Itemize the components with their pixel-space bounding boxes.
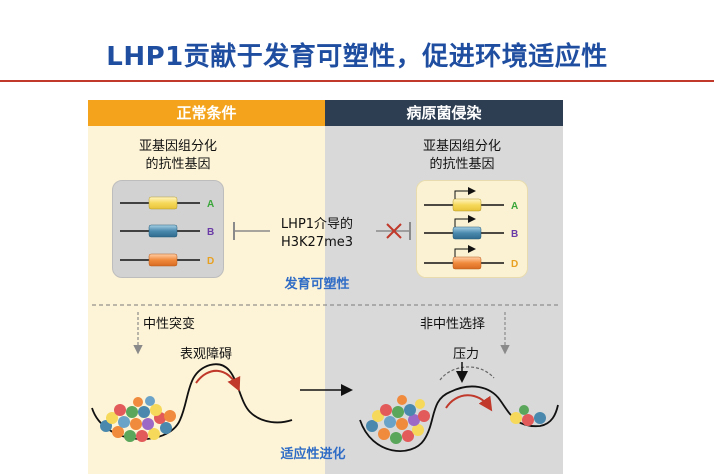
left-gene-label-d: D [207, 256, 214, 267]
repression-inhibit-icon [233, 222, 270, 240]
right-gene-b [424, 215, 504, 240]
phenotypic-barrier-label: 表观障碍 [180, 347, 233, 362]
left-gene-a [120, 196, 200, 210]
left-gene-label-b: B [207, 227, 214, 238]
left-gene-label-a: A [207, 199, 214, 210]
non-neutral-selection-label: 非中性选择 [420, 317, 486, 332]
left-subgenome-label-line1: 亚基因组分化 [138, 139, 217, 154]
adaptive-evolution-label: 适应性进化 [280, 447, 346, 462]
lhp1-label: LHP1介导的 H3K27me3 [262, 216, 372, 252]
pathogen-infection-header: 病原菌侵染 [325, 100, 563, 126]
right-subgenome-label: 亚基因组分化 的抗性基因 [402, 138, 522, 174]
left-subgenome-label-line2: 的抗性基因 [145, 157, 211, 172]
normal-condition-header: 正常条件 [88, 100, 325, 126]
right-subgenome-label-line1: 亚基因组分化 [422, 139, 501, 154]
left-gene-d [120, 253, 200, 267]
right-subgenome-label-line2: 的抗性基因 [429, 157, 495, 172]
right-fitness-landscape [359, 362, 559, 453]
lhp1-label-line1: LHP1介导的 [280, 217, 354, 232]
left-population-balls [100, 396, 176, 442]
developmental-plasticity-label: 发育可塑性 [284, 277, 350, 292]
left-gene-b [120, 224, 200, 238]
lhp1-label-line2: H3K27me3 [280, 235, 354, 250]
right-gene-label-a: A [511, 201, 518, 212]
right-gene-d [424, 245, 504, 270]
left-subgenome-label: 亚基因组分化 的抗性基因 [118, 138, 238, 174]
title-divider [0, 80, 714, 82]
right-population-balls [366, 395, 546, 444]
page-title: LHP1贡献于发育可塑性，促进环境适应性 [106, 42, 608, 72]
pressure-label: 压力 [453, 347, 480, 362]
neutral-mutation-label: 中性突变 [143, 317, 196, 332]
right-gene-label-b: B [511, 229, 518, 240]
right-gene-label-d: D [511, 259, 518, 270]
right-gene-a [424, 187, 504, 212]
blocked-repression-icon [376, 222, 411, 240]
